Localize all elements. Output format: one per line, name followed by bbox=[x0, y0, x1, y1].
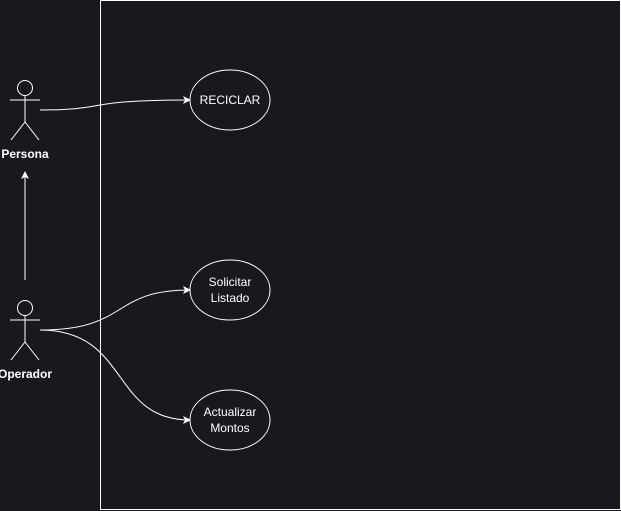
system-boundary bbox=[100, 0, 621, 510]
usecase-actualizar-montos-label: Actualizar Montos bbox=[203, 405, 257, 435]
usecase-solicitar-listado-label: Solicitar Listado bbox=[208, 275, 252, 305]
actor-operador-label: Operador bbox=[0, 367, 53, 381]
usecase-reciclar-ellipse[interactable] bbox=[189, 69, 271, 131]
usecase-solicitar-listado-ellipse[interactable] bbox=[189, 259, 271, 321]
usecase-reciclar-label: RECICLAR bbox=[199, 93, 261, 107]
actor-persona-label: Persona bbox=[1, 147, 49, 161]
operador-solicitar-connector bbox=[39, 286, 191, 331]
actor-operador-figure bbox=[10, 300, 40, 361]
actor-persona-figure bbox=[10, 80, 40, 141]
persona-reciclar-connector bbox=[39, 96, 191, 111]
usecase-actualizar-montos-ellipse[interactable] bbox=[189, 389, 271, 451]
operador-actualizar-connector bbox=[39, 329, 191, 424]
